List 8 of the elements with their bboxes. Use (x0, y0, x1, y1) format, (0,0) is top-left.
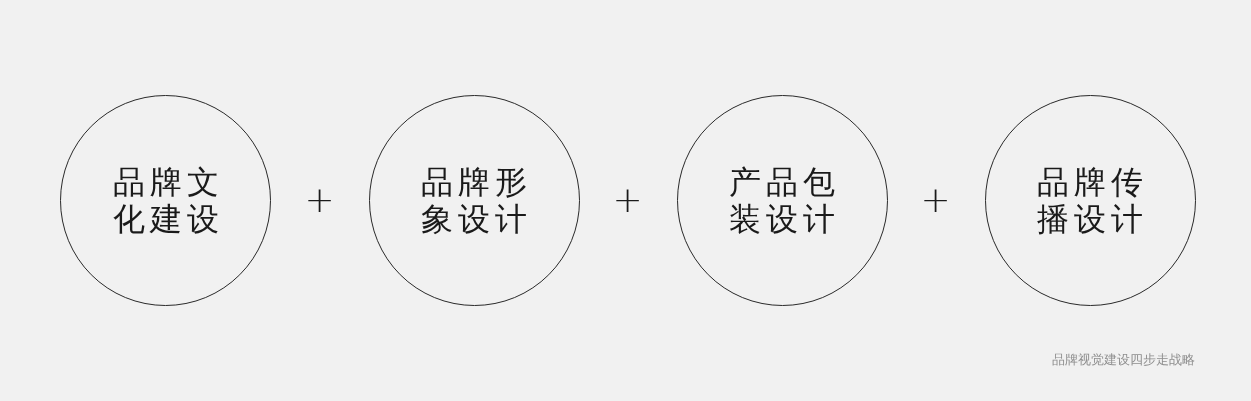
circle-label: 产品包装设计 (728, 163, 841, 238)
plus-sign: + (304, 182, 335, 218)
plus-sign: + (612, 182, 643, 218)
caption: 品牌视觉建设四步走战略 (1052, 352, 1195, 368)
circle-label: 品牌传播设计 (1036, 163, 1149, 238)
circle-label: 品牌形象设计 (420, 163, 533, 238)
plus-sign: + (920, 182, 951, 218)
circle-label: 品牌文化建设 (111, 163, 224, 238)
